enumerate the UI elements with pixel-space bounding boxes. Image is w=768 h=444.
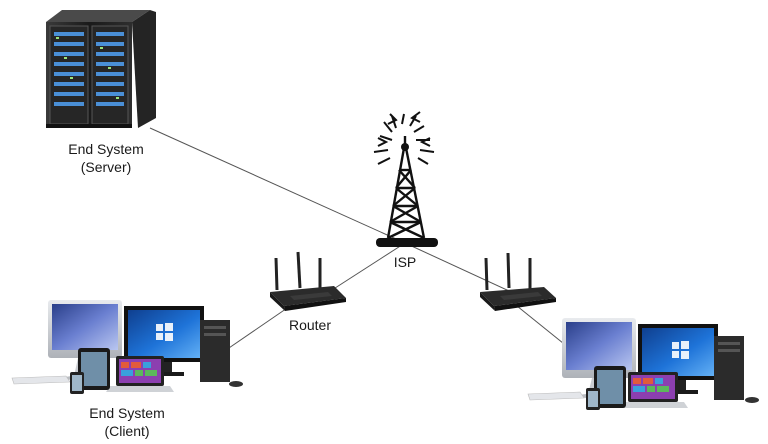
link-isp-router-right [404, 242, 521, 297]
server-label: End System (Server) [56, 140, 156, 176]
client-label: End System (Client) [72, 404, 182, 440]
server-label-line2: (Server) [80, 159, 132, 175]
server-rack-icon [46, 10, 156, 128]
radio-tower-icon [373, 111, 438, 247]
client-label-line1: End System [89, 405, 165, 421]
computer-devices-icon [527, 318, 759, 410]
router-label: Router [288, 317, 332, 333]
link-isp-router-left [331, 242, 406, 291]
wifi-router-icon [480, 252, 556, 311]
client-label-line2: (Client) [104, 423, 150, 439]
computer-devices-icon [11, 300, 243, 394]
link-server-isp [149, 127, 406, 244]
server-label-line1: End System [68, 141, 144, 157]
wifi-router-icon [270, 251, 346, 311]
isp-label: ISP [393, 254, 417, 270]
